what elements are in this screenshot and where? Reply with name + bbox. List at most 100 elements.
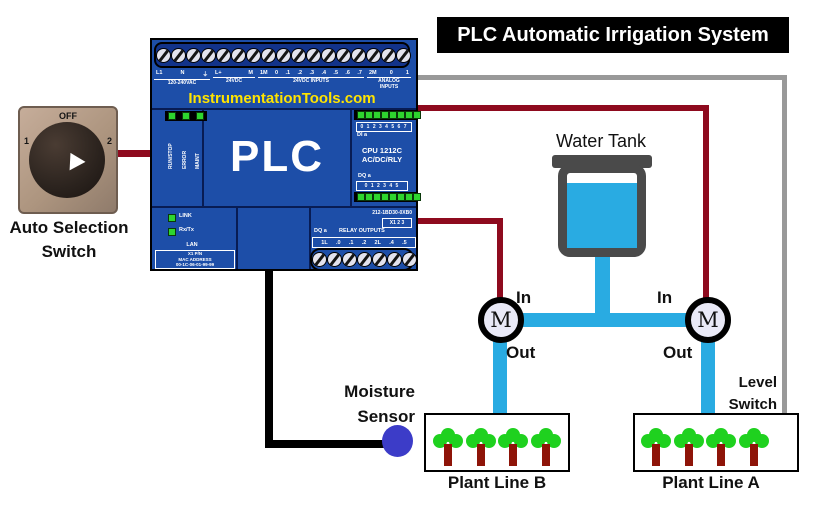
switch-pos2-label: 2 (106, 136, 112, 146)
auto-selection-switch-label: Auto Selection Switch (0, 216, 138, 264)
rxtx-led (168, 228, 176, 236)
led-indicator (182, 112, 190, 120)
wire-moisture-horizontal (265, 440, 387, 448)
screw-terminal-icon (306, 47, 321, 63)
moisture-label-line2: Sensor (357, 407, 415, 426)
terminal-label: L1 (156, 70, 163, 76)
motor-symbol: M (697, 308, 719, 332)
screw-terminal-icon (276, 47, 291, 63)
switch-label-line2: Switch (41, 242, 97, 261)
plc-divider (152, 206, 416, 208)
terminal-caption: 24VDC (213, 77, 255, 84)
part-number: 212-1BD30-0XB0 (372, 210, 412, 216)
dq-numbers: 0 1 2 3 4 5 (356, 181, 408, 191)
plant-foliage (506, 428, 521, 442)
cpu-label: CPU 1212C AC/DC/RLY (352, 146, 412, 164)
terminal-label: .1 (285, 70, 291, 76)
plant-trunk (717, 444, 726, 466)
terminal-label: .4 (389, 239, 394, 246)
screw-terminal-icon (381, 47, 396, 63)
plant-foliage (714, 428, 729, 442)
terminal-label: .4 (321, 70, 327, 76)
wire-level-switch-vertical (782, 75, 787, 420)
wire-level-switch-horizontal (416, 75, 787, 80)
title-banner: PLC Automatic Irrigation System (437, 17, 789, 53)
screw-terminal-icon (321, 47, 336, 63)
terminal-label: .3 (309, 70, 315, 76)
status-led-strip (165, 111, 207, 121)
error-label: ERROR (181, 150, 188, 169)
plant-foliage (681, 428, 696, 442)
pipe-to-plant-line-a (701, 340, 715, 414)
motor-b-in-label: In (516, 288, 532, 307)
led-indicator (373, 193, 381, 201)
di-label: DI a (357, 132, 368, 138)
x123-box: X1 2 3 (382, 218, 412, 228)
plant-icon (674, 428, 704, 468)
plant-foliage (473, 428, 488, 442)
screw-terminal-icon (327, 252, 342, 267)
terminal-label: .5 (333, 70, 339, 76)
screw-terminal-icon (171, 47, 186, 63)
wire-plc-to-motor-a-horizontal (416, 105, 709, 111)
screw-terminal-icon (366, 47, 381, 63)
wire-moisture-vertical (265, 269, 273, 448)
plant-foliage (440, 428, 455, 442)
wire-switch-to-plc (116, 150, 152, 157)
led-indicator (357, 193, 365, 201)
motor-a-out-label: Out (663, 343, 693, 362)
pipe-to-plant-line-b (493, 340, 507, 414)
plant-foliage (649, 428, 664, 442)
switch-label-line1: Auto Selection (9, 218, 129, 237)
relay-dq-label: DQ a (314, 228, 327, 234)
plant-line-b-label: Plant Line B (447, 473, 547, 492)
port-label: X1 P/N (187, 251, 203, 257)
di-led-strip (354, 110, 421, 120)
plant-trunk (749, 444, 758, 466)
terminal-caption: ANALOG INPUTS (367, 77, 411, 90)
screw-terminal-icon (342, 252, 357, 267)
plc-divider (309, 206, 311, 269)
auto-selection-switch: OFF 1 2 (18, 106, 118, 214)
plant-icon (641, 428, 671, 468)
led-indicator (397, 193, 405, 201)
moisture-sensor (382, 425, 413, 457)
screw-terminal-icon (216, 47, 231, 63)
link-led (168, 214, 176, 222)
terminal-caption: 24VDC INPUTS (258, 77, 364, 84)
motor-b: M (478, 297, 524, 343)
brand-text: InstrumentationTools.com (188, 90, 376, 107)
terminal-label: 0 (389, 70, 393, 76)
led-indicator (389, 111, 397, 119)
led-indicator (373, 111, 381, 119)
led-indicator (397, 111, 405, 119)
analog-caption-line2: INPUTS (379, 84, 399, 90)
led-indicator (405, 193, 413, 201)
moisture-sensor-label: Moisture Sensor (280, 379, 415, 429)
screw-terminal-icon (261, 47, 276, 63)
plant-foliage (539, 428, 554, 442)
led-indicator (365, 111, 373, 119)
cpu-model: CPU 1212C (361, 146, 403, 155)
plc-divider (350, 108, 352, 208)
level-label-line1: Level (738, 374, 777, 391)
level-label-line2: Switch (728, 396, 777, 413)
page-title: PLC Automatic Irrigation System (457, 23, 769, 46)
terminal-strip-top (154, 42, 411, 68)
screw-terminal-icon (372, 252, 387, 267)
led-indicator (413, 111, 421, 119)
screw-terminal-icon (336, 47, 351, 63)
terminal-label: .2 (361, 239, 367, 246)
led-indicator (413, 193, 421, 201)
led-indicator (168, 112, 176, 120)
terminal-strip-bottom (310, 248, 417, 271)
cpu-type: AC/DC/RLY (361, 155, 403, 164)
terminal-labels-top: L1 N ⏚ 120-240VAC L+ M 24VDC 1M 0 .1 .2 (154, 70, 412, 90)
analog-caption-line1: ANALOG (378, 78, 400, 84)
rotary-knob (29, 122, 105, 198)
plc-big-label: PLC (230, 132, 324, 181)
plant-icon (706, 428, 736, 468)
plc-divider (202, 108, 204, 208)
plc-module: L1 N ⏚ 120-240VAC L+ M 24VDC 1M 0 .1 .2 (150, 38, 421, 271)
plant-line-b-box (424, 413, 570, 472)
